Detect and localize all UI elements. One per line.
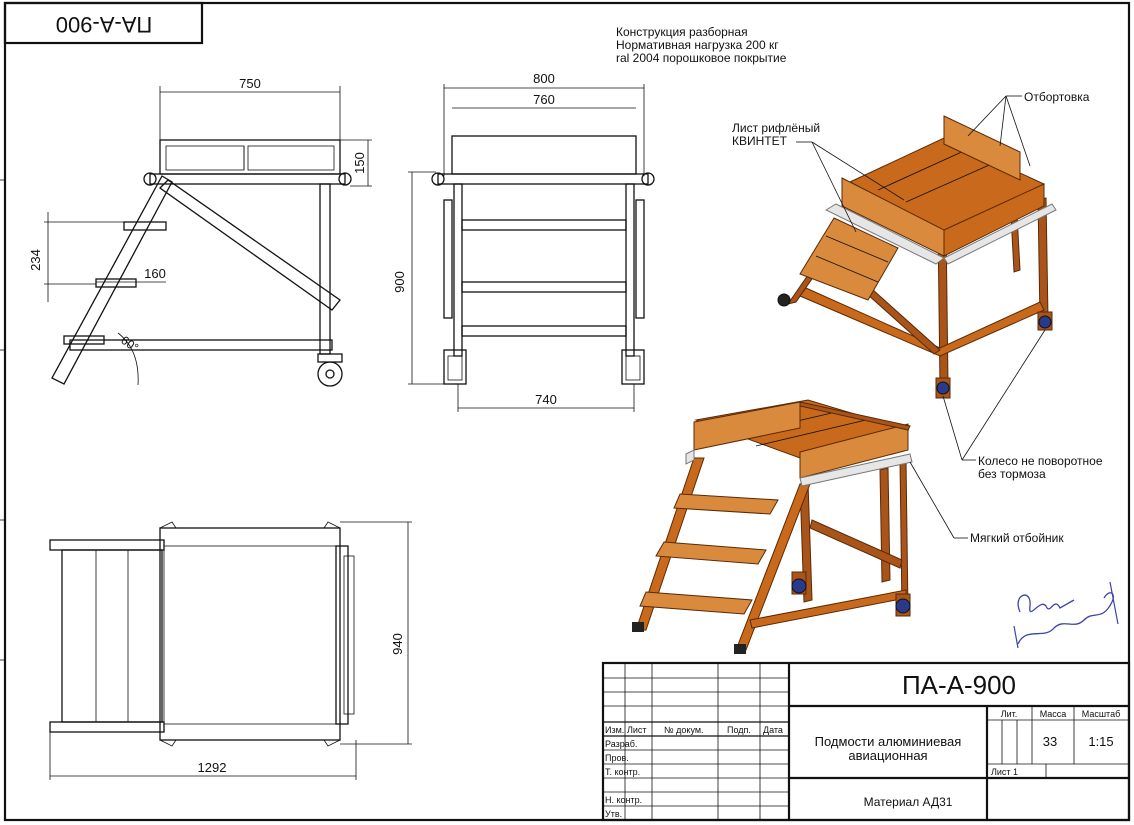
- title-block: Изм. Лист № докум. Подп. Дата Разраб. Пр…: [601, 661, 1131, 822]
- title-name-line-1: Подмости алюминиевая: [815, 734, 962, 749]
- dim-plan-width: 940: [390, 633, 405, 655]
- row-razrab: Разраб.: [605, 739, 637, 749]
- iso-view-1: [777, 115, 1057, 399]
- value-sheet: Лист 1: [991, 767, 1018, 777]
- value-mass: 33: [1043, 734, 1057, 749]
- side-view: 750 150 234 160 60°: [28, 76, 372, 387]
- label-scale: Масштаб: [1082, 709, 1121, 719]
- callout-sheet: Лист рифлёный: [732, 121, 820, 135]
- dim-step-depth: 160: [144, 266, 166, 281]
- dim-step-pitch: 234: [28, 249, 43, 271]
- callout-sheet-2: КВИНТЕТ: [732, 134, 788, 148]
- callout-bumper: Мягкий отбойник: [970, 531, 1064, 545]
- col-sign: Подп.: [727, 725, 751, 735]
- dim-front-inner: 760: [533, 92, 555, 107]
- label-lit: Лит.: [1001, 709, 1018, 719]
- dim-height: 900: [392, 271, 407, 293]
- callout-wheel-2: без тормоза: [978, 467, 1046, 481]
- value-scale: 1:15: [1088, 734, 1113, 749]
- row-utv: Утв.: [605, 809, 622, 819]
- iso-view-2: [632, 399, 913, 654]
- dim-base-width: 740: [535, 392, 557, 407]
- note-line-1: Конструкция разборная: [616, 25, 748, 39]
- note-line-3: ral 2004 порошковое покрытие: [616, 51, 787, 65]
- row-tkontr: Т. контр.: [605, 767, 640, 777]
- front-view: 800 760 900 740: [392, 71, 655, 412]
- rotated-stamp: ПА-А-900: [3, 1, 204, 45]
- title-name-line-2: авиационная: [848, 748, 927, 763]
- col-izm: Изм.: [605, 725, 624, 735]
- sheet-frame: [3, 1, 1131, 822]
- rotated-stamp-code: ПА-А-900: [56, 12, 153, 37]
- callouts: Лист рифлёный КВИНТЕТ Отбортовка Колесо …: [732, 90, 1103, 545]
- row-nkontr: Н. контр.: [605, 795, 642, 805]
- col-date: Дата: [763, 725, 783, 735]
- title-code: ПА-А-900: [902, 670, 1016, 700]
- dim-plan-length: 1292: [198, 760, 227, 775]
- dim-front-outer: 800: [533, 71, 555, 86]
- title-material: Материал АД31: [864, 795, 953, 809]
- row-prov: Пров.: [605, 753, 629, 763]
- plan-view: 940 1292: [49, 521, 412, 780]
- dim-rail-height: 150: [352, 152, 367, 174]
- dim-side-width: 750: [239, 76, 261, 91]
- callout-wheel: Колесо не поворотное: [978, 454, 1103, 468]
- col-doc: № докум.: [664, 725, 704, 735]
- col-list: Лист: [627, 725, 647, 735]
- signature: [1013, 581, 1119, 649]
- callout-flange: Отбортовка: [1024, 90, 1090, 104]
- note-line-2: Нормативная нагрузка 200 кг: [616, 38, 779, 52]
- label-mass: Масса: [1040, 709, 1067, 719]
